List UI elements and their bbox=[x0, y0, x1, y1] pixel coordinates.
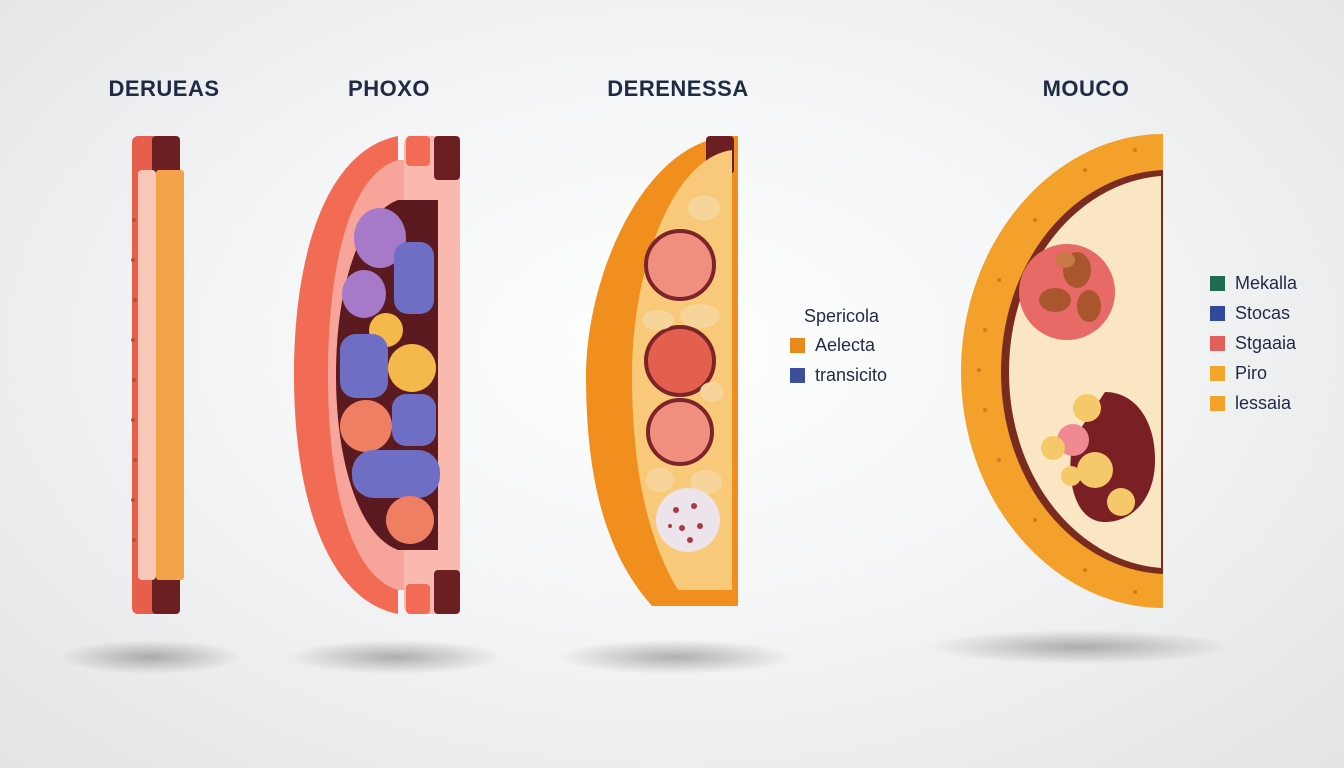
legend-label: lessaia bbox=[1235, 392, 1292, 413]
half-round-section-illustration bbox=[961, 134, 1163, 608]
orange-section-illustration bbox=[586, 136, 738, 606]
panel-title-1: DERUEAS bbox=[108, 76, 220, 101]
legend-label: Piro bbox=[1235, 362, 1268, 383]
legend-swatch bbox=[790, 367, 805, 383]
legend-label: Mekalla bbox=[1235, 272, 1298, 293]
legend-swatch bbox=[1210, 335, 1225, 351]
legend-right: Mekalla Stocas Stgaaia Piro lessaia bbox=[1210, 268, 1297, 418]
panel-shadow-4 bbox=[930, 630, 1230, 664]
organelle-section-illustration bbox=[294, 136, 460, 614]
panel-shadow-2 bbox=[290, 640, 500, 674]
legend-swatch bbox=[1210, 305, 1225, 321]
legend-label: Stgaaia bbox=[1235, 332, 1297, 353]
legend-swatch bbox=[1210, 395, 1225, 411]
panel-shadow-3 bbox=[560, 640, 790, 674]
legend-item: Stgaaia bbox=[1210, 328, 1297, 358]
legend-swatch bbox=[1210, 365, 1225, 381]
panel-shadow-1 bbox=[60, 640, 240, 674]
legend-swatch bbox=[1210, 275, 1225, 291]
legend-item: lessaia bbox=[1210, 388, 1297, 418]
panel-title-2: PHOXO bbox=[348, 76, 430, 101]
legend-label: transicito bbox=[815, 364, 888, 385]
legend-item: Mekalla bbox=[1210, 268, 1297, 298]
legend-middle: Spericola Aelecta transicito bbox=[790, 302, 887, 390]
panel-title-4: MOUCO bbox=[1042, 76, 1130, 101]
thin-slab-illustration bbox=[131, 136, 184, 614]
legend-label: Stocas bbox=[1235, 302, 1291, 323]
legend-item: transicito bbox=[790, 360, 887, 390]
legend-label: Aelecta bbox=[815, 334, 876, 355]
legend-item: Aelecta bbox=[790, 330, 887, 360]
legend-item: Piro bbox=[1210, 358, 1297, 388]
legend-middle-title: Spericola bbox=[804, 306, 880, 326]
legend-item: Stocas bbox=[1210, 298, 1297, 328]
panel-title-3: DERENESSA bbox=[607, 76, 749, 101]
legend-swatch bbox=[790, 337, 805, 353]
